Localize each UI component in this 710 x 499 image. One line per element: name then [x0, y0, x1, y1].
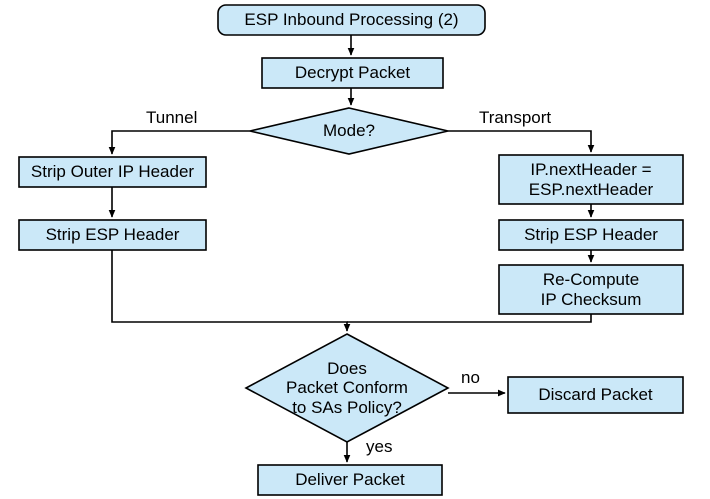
node-strip-esp-right-shape[interactable]: [498, 219, 684, 251]
node-nextheader-shape[interactable]: [498, 154, 684, 205]
edge-espl-to-conform: [111, 250, 351, 332]
node-mode-shape[interactable]: [249, 107, 449, 155]
edge-label-no: no: [461, 368, 480, 387]
edge-recomp-to-conform: [347, 314, 592, 323]
node-start-shape[interactable]: [217, 4, 486, 36]
node-strip-esp-left-shape[interactable]: [18, 219, 207, 251]
nodes-group: [18, 4, 684, 496]
edge-label-tunnel: Tunnel: [146, 108, 198, 127]
node-strip-outer-shape[interactable]: [18, 156, 207, 188]
node-discard-shape[interactable]: [507, 376, 684, 414]
node-recompute-shape[interactable]: [498, 264, 684, 315]
edges-group: [108, 35, 595, 463]
edge-mode-tunnel: [108, 130, 250, 155]
edge-label-yes: yes: [366, 437, 393, 456]
node-decrypt-shape[interactable]: [261, 57, 444, 89]
edge-mode-transport: [448, 130, 595, 153]
edge-label-transport: Transport: [479, 108, 552, 127]
node-deliver-shape[interactable]: [257, 464, 443, 496]
node-conform-shape[interactable]: [244, 333, 450, 443]
